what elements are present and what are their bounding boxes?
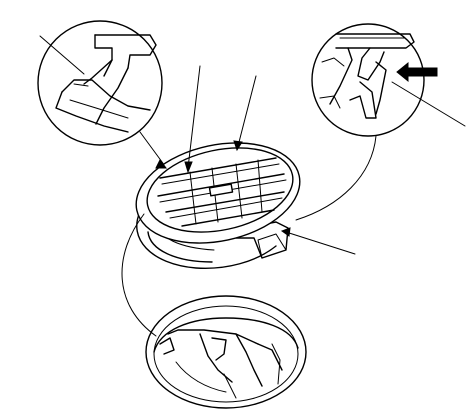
detail-circle-upper-left bbox=[37, 20, 166, 167]
vent-louvers bbox=[157, 157, 287, 227]
callout-leader-louver bbox=[187, 65, 201, 169]
callout-leader-bezel bbox=[237, 75, 257, 147]
push-direction-arrow-icon bbox=[396, 61, 438, 83]
callout-leader-clip-tab bbox=[39, 35, 85, 75]
oval-air-vent-grille bbox=[135, 65, 356, 270]
callout-leader-clip bbox=[391, 81, 466, 127]
detail-link-curve-left bbox=[121, 213, 157, 337]
detail-circle-upper-right bbox=[295, 23, 466, 221]
louver-knob bbox=[208, 183, 234, 197]
callout-leader-mount bbox=[223, 373, 237, 399]
detail-link-curve-right bbox=[295, 135, 377, 221]
detail-mount-hole bbox=[121, 213, 307, 409]
callout-leader-latch bbox=[285, 231, 356, 255]
